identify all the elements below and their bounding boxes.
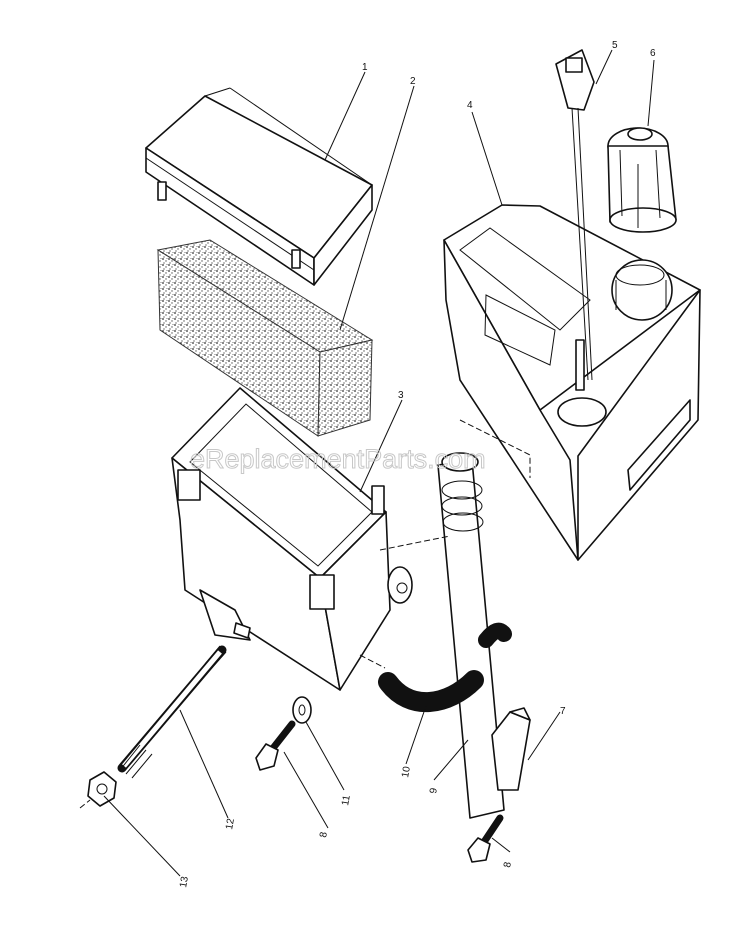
- callout-2: 2: [410, 76, 416, 87]
- fuel-tank: [443, 204, 701, 561]
- leader-lines: [103, 49, 655, 877]
- air-cleaner-cover: [145, 87, 373, 286]
- center-lines: [79, 419, 531, 809]
- callout-1: 1: [362, 62, 368, 73]
- callout-11: 11: [340, 794, 353, 807]
- callout-5: 5: [612, 40, 618, 51]
- watermark: eReplacementParts.com: [190, 444, 486, 474]
- air-cleaner-base: [171, 387, 413, 691]
- bracket: [491, 707, 531, 791]
- callout-labels: 1 2 3 4 5 6 7 8 8 9 10 11 12 13: [178, 40, 656, 889]
- callout-8: 8: [502, 861, 514, 869]
- nut: [87, 771, 117, 807]
- washer: [292, 696, 312, 724]
- foam-filter: [156, 239, 374, 437]
- hose: [378, 622, 512, 713]
- fuel-cap: [607, 127, 677, 233]
- callout-9: 9: [428, 787, 440, 795]
- callout-10: 10: [400, 765, 413, 778]
- screw: [255, 720, 296, 771]
- callout-7: 7: [560, 706, 566, 717]
- callout-6: 6: [650, 48, 656, 59]
- callout-12: 12: [224, 817, 237, 830]
- dipstick: [555, 49, 595, 391]
- callout-3: 3: [398, 390, 404, 401]
- callout-13: 13: [178, 875, 191, 888]
- callout-4: 4: [467, 100, 473, 111]
- screw: [467, 814, 504, 863]
- callout-8: 8: [318, 831, 330, 839]
- long-bolt: [117, 645, 227, 779]
